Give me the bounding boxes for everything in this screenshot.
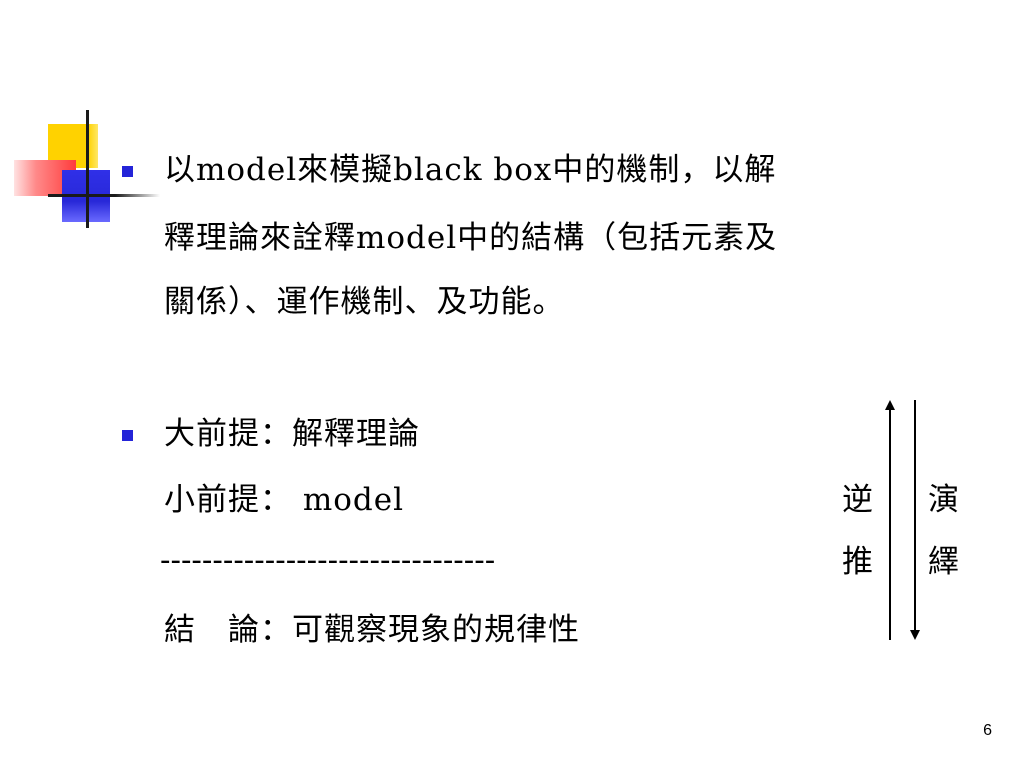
down-arrow-line [914, 400, 916, 632]
up-arrow-line [889, 408, 891, 640]
logo-horizontal-line [48, 194, 160, 197]
slide-logo [0, 0, 160, 240]
minor-premise: 小前提： model [164, 482, 405, 518]
bullet1-line2: 釋理論來詮釋model中的結構（包括元素及 [164, 220, 778, 256]
bullet1-line3: 關係）、運作機制、及功能。 [164, 284, 565, 320]
reverse-label-top: 逆 [842, 482, 873, 518]
deduce-label-top: 演 [928, 482, 959, 518]
bullet-marker-1 [122, 166, 133, 177]
up-arrow-icon [885, 400, 895, 410]
deduce-label-bottom: 繹 [928, 544, 959, 580]
premise-divider: -------------------------------- [160, 542, 496, 578]
down-arrow-icon [910, 630, 920, 640]
logo-vertical-line [86, 110, 89, 228]
conclusion: 結 論：可觀察現象的規律性 [164, 612, 580, 648]
page-number: 6 [983, 722, 992, 739]
bullet-marker-2 [122, 430, 133, 441]
reverse-label-bottom: 推 [842, 544, 873, 580]
bullet1-line1: 以model來模擬black box中的機制，以解 [164, 152, 777, 188]
major-premise: 大前提：解釋理論 [164, 416, 420, 452]
